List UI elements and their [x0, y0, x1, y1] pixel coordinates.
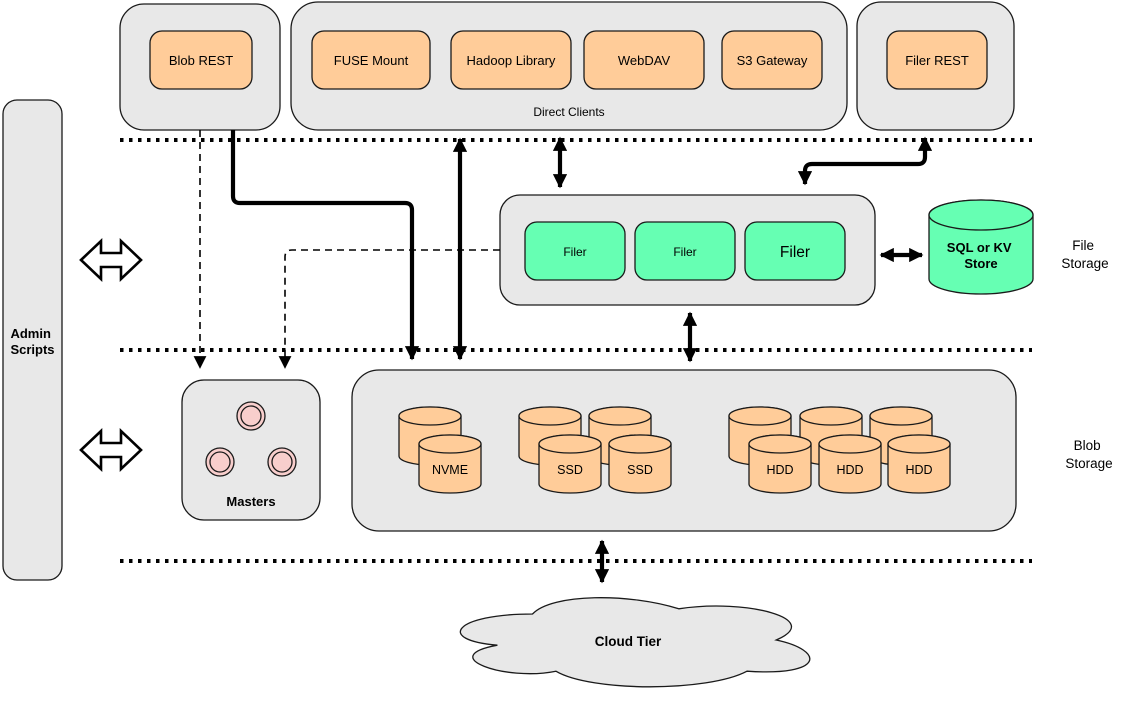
cloud-shape	[459, 597, 811, 688]
admin-scripts-line2: Scripts	[10, 342, 54, 357]
filer-label-3: Filer	[780, 244, 810, 261]
master-node-2-inner	[209, 451, 231, 473]
blob-storage-group: NVME SSD SSD HDD HDD HDD	[351, 369, 1017, 532]
blob-rest-group: Blob REST	[119, 3, 281, 131]
file-storage-tier-label: File Storage	[1061, 238, 1108, 271]
master-node-3-inner	[271, 451, 293, 473]
webdav-node	[583, 30, 705, 90]
s3-gateway-label: S3 Gateway	[737, 53, 808, 68]
admin-file-storage-arrow	[79, 237, 143, 283]
masters-label: Masters	[226, 494, 275, 509]
filer-rest-node	[886, 30, 988, 90]
ssd-label-1: SSD	[557, 463, 583, 477]
fuse-mount-node	[311, 30, 431, 90]
masters-container	[181, 379, 321, 521]
master-node-1-inner	[240, 405, 262, 427]
admin-scripts-bar: Admin Scripts	[2, 99, 63, 581]
sql-kv-line2: Store	[964, 256, 997, 271]
fuse-mount-label: FUSE Mount	[334, 53, 409, 68]
sql-kv-store: SQL or KV Store	[928, 199, 1034, 295]
cloud-tier: Cloud Tier	[459, 597, 811, 688]
admin-scripts-label: Admin Scripts	[10, 326, 54, 357]
ssd-label-2: SSD	[627, 463, 653, 477]
edge-blobrest-blobstorage	[230, 130, 420, 361]
file-storage-line1: File	[1072, 238, 1094, 253]
masters-group: Masters	[181, 379, 321, 521]
blob-storage-line1: Blob	[1074, 438, 1101, 453]
file-storage-line2: Storage	[1061, 256, 1108, 271]
direct-clients-caption: Direct Clients	[533, 105, 604, 119]
blob-storage-line2: Storage	[1065, 456, 1112, 471]
admin-scripts-line1: Admin	[10, 326, 51, 341]
admin-scripts-shape	[2, 99, 63, 581]
filer-rest-group: Filer REST	[856, 1, 1015, 131]
filer-label-1: Filer	[563, 245, 586, 259]
sql-kv-label: SQL or KV Store	[947, 240, 1015, 271]
filer-node-1	[524, 221, 626, 281]
edge-filer-masters-dashed	[278, 249, 500, 369]
connectors	[193, 130, 933, 584]
sql-kv-cylinder-top	[928, 199, 1034, 231]
admin-blob-storage-arrow	[79, 427, 143, 473]
filer-group: Filer Filer Filer	[499, 194, 876, 306]
filer-rest-label: Filer REST	[905, 53, 969, 68]
webdav-label: WebDAV	[618, 53, 671, 68]
hadoop-library-label: Hadoop Library	[467, 53, 556, 68]
filer-node-2	[634, 221, 736, 281]
cloud-tier-label: Cloud Tier	[595, 634, 662, 649]
direct-clients-group: FUSE Mount Hadoop Library WebDAV S3 Gate…	[290, 1, 848, 131]
s3-gateway-node	[721, 30, 823, 90]
filer-node-3	[744, 221, 846, 281]
blob-rest-node	[149, 30, 253, 90]
hdd-label-2: HDD	[836, 463, 863, 477]
sql-kv-line1: SQL or KV	[947, 240, 1012, 255]
hdd-label-1: HDD	[766, 463, 793, 477]
edge-filerrest-filer	[797, 136, 933, 186]
blob-rest-label: Blob REST	[169, 53, 233, 68]
filer-label-2: Filer	[673, 245, 696, 259]
hdd-label-3: HDD	[905, 463, 932, 477]
nvme-label: NVME	[432, 463, 468, 477]
hadoop-library-node	[450, 30, 572, 90]
blob-storage-tier-label: Blob Storage	[1065, 438, 1112, 471]
